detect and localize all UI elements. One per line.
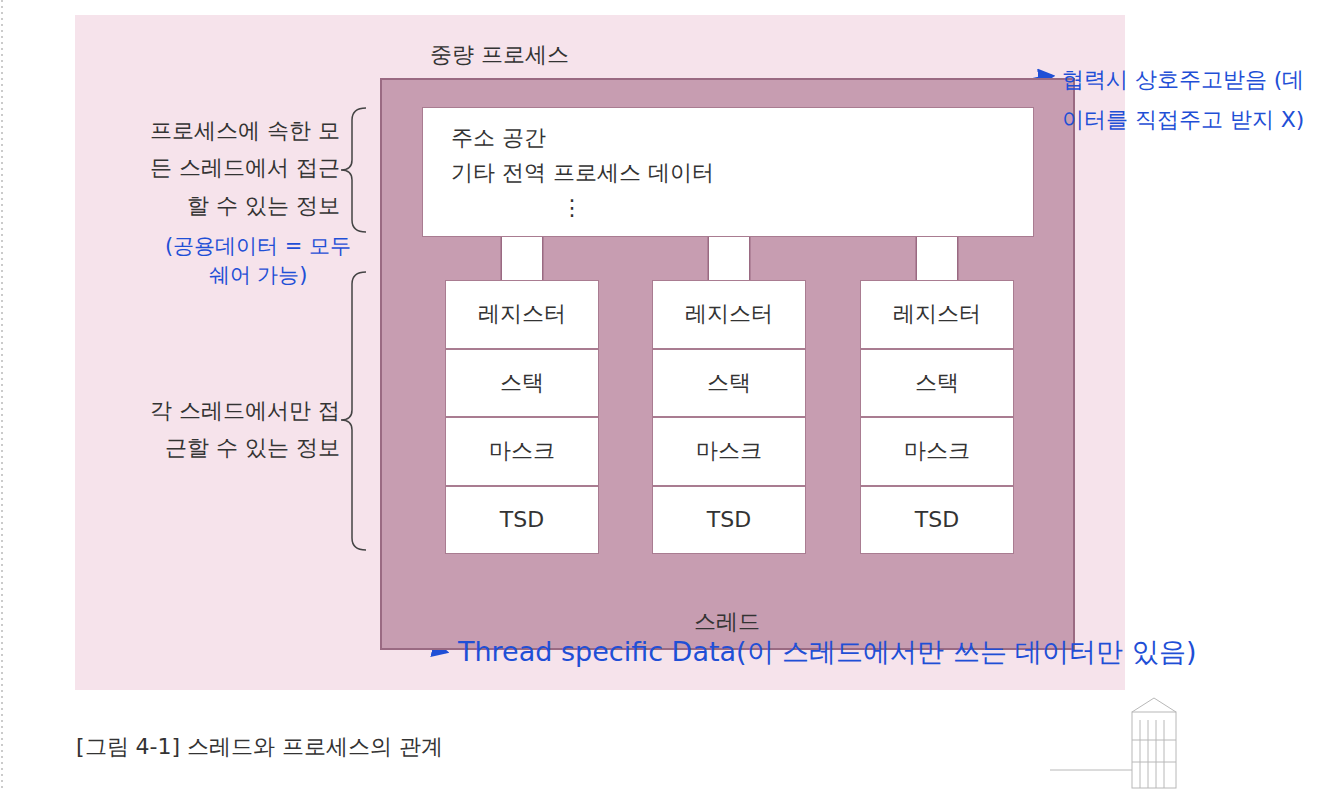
neck-fill	[502, 236, 542, 281]
box-text: 레지스터	[893, 299, 981, 329]
thread-cell: TSD	[445, 486, 599, 555]
thread-neck	[522, 236, 523, 281]
neck-outline	[916, 236, 959, 281]
thread-cell: 레지스터	[445, 280, 599, 349]
group-label: 스레드	[677, 603, 777, 640]
box-text: 주소 공간	[423, 108, 1033, 155]
box-text: 마스크	[904, 436, 970, 466]
box-text: TSD	[707, 507, 751, 532]
process-heading: 중량 프로세스	[430, 40, 569, 70]
thread-cell: 스택	[860, 349, 1014, 418]
box-text: TSD	[915, 507, 959, 532]
box-text: ⋮	[423, 190, 1033, 225]
box-text: 마스크	[696, 436, 762, 466]
building-sketch	[1050, 698, 1176, 788]
region-label: 각 스레드에서만 접근할 수 있는 정보	[135, 392, 340, 467]
dotted-margin	[1, 0, 3, 792]
thread-cell: TSD	[652, 486, 806, 555]
handwritten-note: 협력시 상호주고받음 (데이터를 직접주고 받지 X)	[1052, 60, 1314, 139]
handwritten-note: Thread specific Data(이 스레드에서만 쓰는 데이터만 있음…	[458, 634, 1308, 669]
brace	[341, 272, 366, 550]
box-text: 기타 전역 프로세스 데이터	[423, 155, 1033, 190]
thread-cell: 레지스터	[860, 280, 1014, 349]
neck-outline	[708, 236, 751, 281]
box-text: 마스크	[489, 436, 555, 466]
figure-caption: [그림 4-1] 스레드와 프로세스의 관계	[76, 728, 443, 765]
address-space-box: 주소 공간기타 전역 프로세스 데이터⋮	[422, 107, 1034, 237]
thread-cell: TSD	[860, 486, 1014, 555]
process-box: 중량 프로세스주소 공간기타 전역 프로세스 데이터⋮레지스터스택마스크TSD레…	[380, 78, 1075, 650]
box-text: 스택	[707, 368, 751, 398]
region-label: 프로세스에 속한 모든 스레드에서 접근할 수 있는 정보	[135, 112, 340, 224]
neck-fill	[917, 236, 957, 281]
box-text: 레지스터	[685, 299, 773, 329]
thread-neck	[937, 236, 938, 281]
thread-cell: 마스크	[860, 417, 1014, 486]
thread-neck	[729, 236, 730, 281]
box-text: 레지스터	[478, 299, 566, 329]
box-text: 스택	[500, 368, 544, 398]
handwritten-note: (공용데이터 = 모두 쉐어 가능)	[158, 232, 358, 291]
thread-cell: 마스크	[652, 417, 806, 486]
box-text: 스택	[915, 368, 959, 398]
thread-cell: 레지스터	[652, 280, 806, 349]
brace	[341, 108, 366, 232]
thread-cell: 스택	[445, 349, 599, 418]
thread-cell: 스택	[652, 349, 806, 418]
thread-cell: 마스크	[445, 417, 599, 486]
box-text: TSD	[500, 507, 544, 532]
neck-fill	[709, 236, 749, 281]
neck-outline	[501, 236, 544, 281]
